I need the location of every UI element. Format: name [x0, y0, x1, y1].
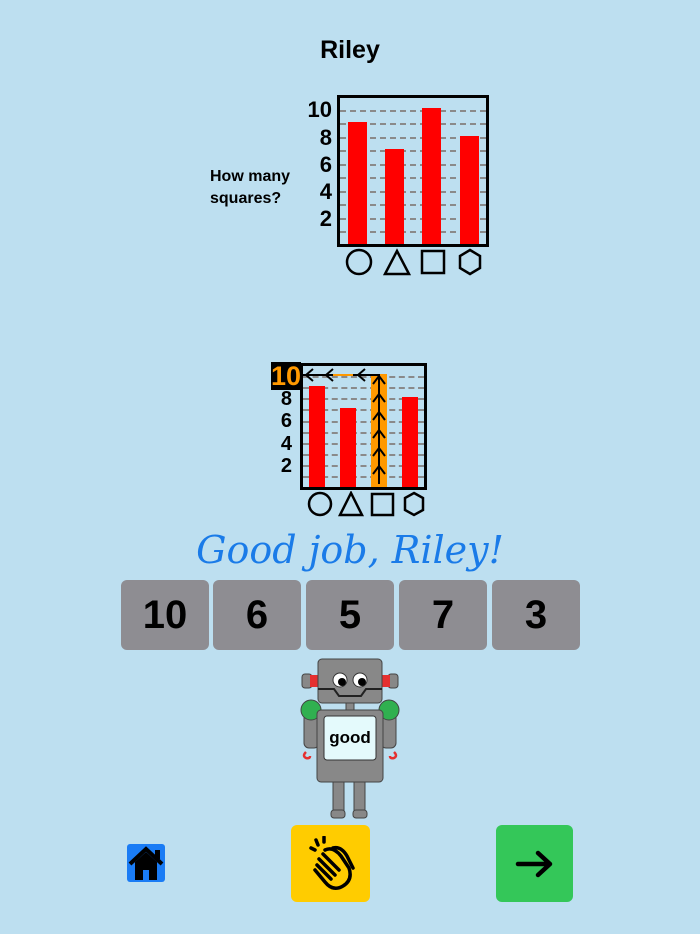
- y-tick: 6: [280, 410, 292, 432]
- y-tick: 4: [280, 433, 292, 455]
- y-tick: 10: [307, 97, 332, 122]
- next-button[interactable]: [496, 825, 573, 902]
- bar-circle: [309, 386, 325, 487]
- home-icon: [128, 846, 164, 880]
- y-tick: 4: [319, 179, 332, 204]
- triangle-icon: [337, 491, 365, 517]
- y-tick: 6: [319, 152, 332, 177]
- answer-tile[interactable]: 5: [306, 580, 394, 650]
- bar-triangle: [340, 408, 356, 487]
- hexagon-icon: [458, 248, 482, 276]
- question-line-2: squares?: [210, 190, 282, 207]
- hexagon-icon: [403, 491, 425, 517]
- player-name: Riley: [320, 36, 380, 64]
- y-tick: 2: [280, 455, 292, 477]
- category-shapes: [307, 491, 425, 517]
- bar-square: [422, 108, 441, 244]
- y-tick: 2: [319, 206, 332, 231]
- category-shapes: [345, 248, 482, 276]
- question-text: How many squares?: [210, 166, 290, 210]
- highlighted-value-label: 10: [271, 361, 302, 391]
- circle-icon: [307, 491, 333, 517]
- triangle-icon: [382, 248, 412, 276]
- answer-tile[interactable]: 3: [492, 580, 580, 650]
- robot-mascot: good: [300, 658, 400, 820]
- arrow-right-icon: [515, 850, 552, 877]
- question-line-1: How many: [210, 168, 291, 185]
- circle-icon: [345, 248, 373, 276]
- clapping-hands-icon: [308, 835, 355, 890]
- chart-plot-area: [337, 95, 489, 247]
- bar-circle: [348, 122, 367, 244]
- bar-hexagon: [460, 136, 479, 244]
- bar-triangle: [385, 149, 404, 244]
- y-tick: 8: [319, 125, 332, 150]
- counting-arrows: [303, 368, 386, 484]
- square-icon: [370, 492, 395, 517]
- answer-tile[interactable]: 6: [213, 580, 301, 650]
- answer-tile[interactable]: 7: [399, 580, 487, 650]
- feedback-message: Good job, Riley!: [196, 528, 504, 572]
- y-tick: 8: [280, 388, 292, 410]
- clap-button[interactable]: [291, 825, 370, 902]
- robot-screen-text: good: [329, 728, 371, 747]
- square-icon: [420, 249, 446, 275]
- bar-hexagon: [402, 397, 418, 487]
- chart-plot-area: [300, 363, 427, 490]
- robot-icon: [300, 658, 400, 819]
- answer-tile[interactable]: 10: [121, 580, 209, 650]
- home-button[interactable]: [127, 844, 165, 882]
